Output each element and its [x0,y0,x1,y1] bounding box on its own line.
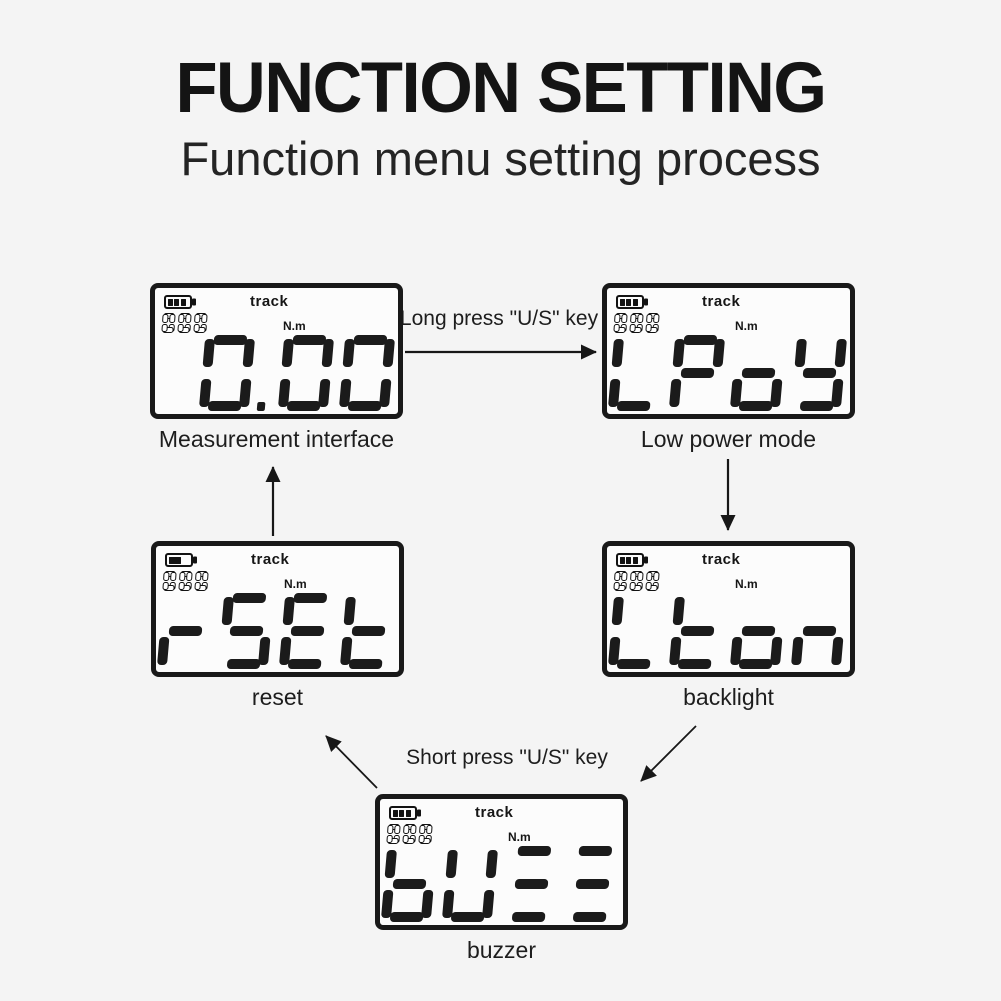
unit-label: N.m [508,830,531,844]
track-mode-label: track [251,551,290,568]
arrow-buzzer-to-reset [325,735,378,789]
lcd-panel-buzzer: track N.m buzzer [375,794,628,964]
battery-icon [165,553,197,567]
battery-icon [164,295,196,309]
battery-icon [616,295,648,309]
battery-nub-icon [191,298,196,306]
lcd-screen: track N.m [375,794,628,930]
short-press-label: Short press "U/S" key [406,746,608,769]
lcd-panel-measurement: track N.m Measurement interface [150,283,403,453]
lcd-screen: track N.m [150,283,403,419]
battery-nub-icon [643,298,648,306]
panel-caption: reset [251,684,304,710]
lcd-screen: track N.m [602,283,855,419]
battery-icon [389,806,421,820]
lcd-display [381,846,621,922]
panel-caption: Low power mode [640,426,817,452]
battery-nub-icon [643,556,648,564]
track-mode-label: track [250,293,289,310]
long-press-label: Long press "U/S" key [399,307,599,330]
unit-label: N.m [284,577,307,591]
track-mode-label: track [475,804,514,821]
panel-caption: backlight [683,684,774,710]
lcd-panel-backlight: track N.m backlight [602,541,855,711]
track-mode-label: track [702,551,741,568]
lcd-display [608,593,848,669]
unit-label: N.m [735,319,758,333]
memory-counter [161,313,208,333]
page-subtitle: Function menu setting process [180,132,821,185]
lcd-panel-low-power: track N.m Low power mode [602,283,855,453]
panel-caption: Measurement interface [158,426,395,452]
unit-label: N.m [283,319,306,333]
battery-nub-icon [416,809,421,817]
unit-label: N.m [735,577,758,591]
lcd-screen: track N.m [151,541,404,677]
memory-counter [162,571,209,591]
memory-counter [613,571,660,591]
lcd-screen: track N.m [602,541,855,677]
panel-caption: buzzer [466,937,537,963]
lcd-panel-reset: track N.m reset [151,541,404,711]
lcd-display [608,335,848,411]
page-title: FUNCTION SETTING [175,49,827,128]
battery-icon [616,553,648,567]
memory-counter [386,824,433,844]
arrow-backlight-to-buzzer [640,725,697,782]
lcd-display [199,335,396,411]
lcd-display [157,593,397,669]
track-mode-label: track [702,293,741,310]
battery-nub-icon [192,556,197,564]
memory-counter [613,313,660,333]
